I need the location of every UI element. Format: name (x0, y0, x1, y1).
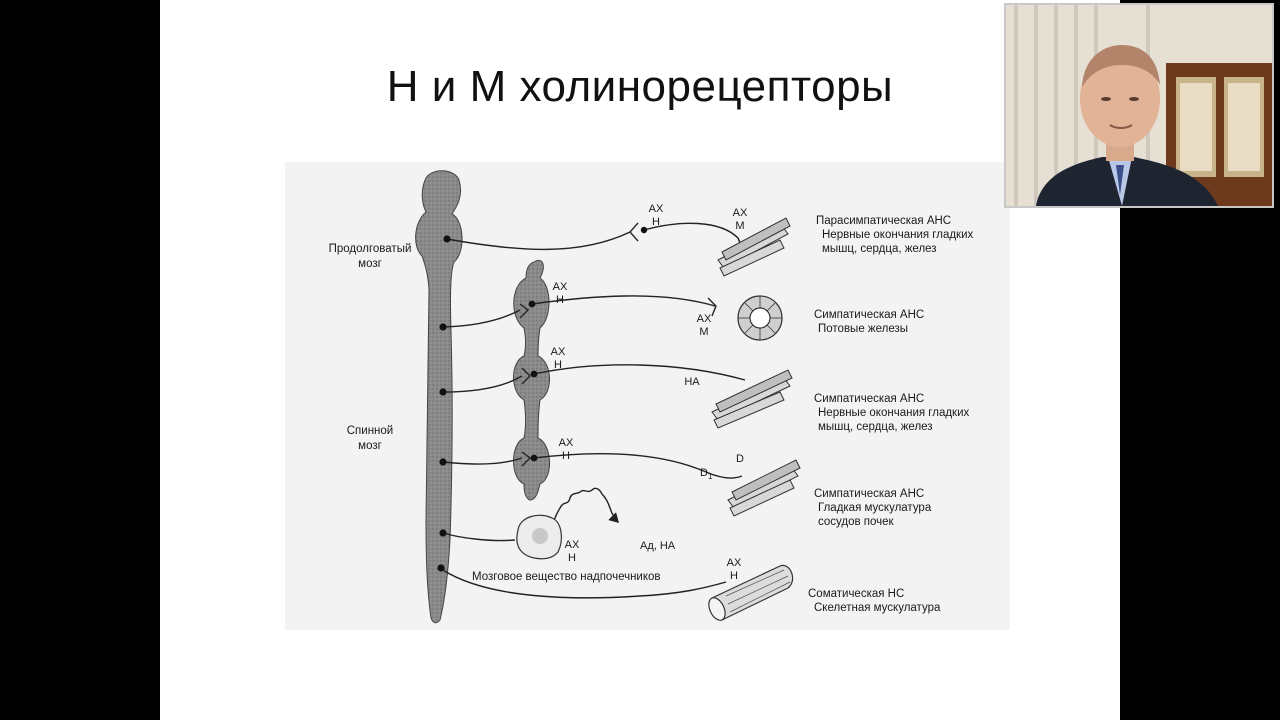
row2-pre-code-line1: АХ (553, 281, 568, 293)
receptor-fork-row2-ganglion (519, 303, 530, 319)
presentation-slide: Н и М холинорецепторы (160, 0, 1120, 720)
svg-text:Симпатическая АНС: Симпатическая АНС (814, 393, 924, 405)
smooth-muscle-row4 (727, 459, 801, 517)
fiber-row5-pre (442, 532, 516, 542)
sympathetic-chain (513, 260, 551, 501)
label-spinal-line2: мозг (358, 440, 382, 452)
fiber-row6 (442, 569, 727, 599)
fiber-row3-pre (442, 375, 523, 393)
row6-description: Соматическая НС Скелетная мускулатура (808, 588, 941, 614)
svg-text:мышц, сердца, желез: мышц, сердца, желез (822, 243, 937, 255)
cholinoreceptor-diagram: Продолговатый мозг Спинной мозг АХ Н АХ … (285, 162, 1010, 630)
fiber-row3-post (533, 364, 746, 381)
svg-text:Симпатическая АНС: Симпатическая АНС (814, 309, 924, 321)
fiber-row5-wave (549, 487, 619, 529)
row4-description: Симпатическая АНС Гладкая мускулатура со… (814, 488, 932, 528)
svg-text:Скелетная мускулатура: Скелетная мускулатура (814, 602, 941, 614)
row6-post-code-line2: Н (730, 570, 738, 582)
fiber-row2-post (531, 295, 716, 307)
adrenal-medulla-cell (516, 514, 562, 560)
row5-label: Мозговое вещество надпочечников (472, 571, 661, 583)
person-video-feed-icon (1006, 5, 1272, 206)
skeletal-muscle (708, 564, 794, 621)
receptor-fork-row3-ganglion (521, 367, 531, 385)
svg-text:Нервные окончания гладких: Нервные окончания гладких (818, 407, 970, 419)
row4-post-code: D (736, 453, 744, 465)
row6-post-code-line1: АХ (727, 557, 742, 569)
svg-text:Потовые железы: Потовые железы (818, 323, 908, 335)
row4-pre-code-line2: Н (562, 450, 570, 462)
svg-text:Гладкая мускулатура: Гладкая мускулатура (818, 502, 932, 514)
row3-post-code: НА (684, 376, 700, 388)
svg-text:сосудов почек: сосудов почек (818, 516, 895, 528)
row2-description: Симпатическая АНС Потовые железы (814, 309, 924, 335)
row5-pre-code-line1: АХ (565, 539, 580, 551)
row5-release: Ад, НА (640, 540, 676, 552)
fiber-row1-pre (446, 231, 631, 251)
row2-pre-code-line2: Н (556, 294, 564, 306)
svg-text:Симпатическая АНС: Симпатическая АНС (814, 488, 924, 500)
fiber-row4-post (533, 452, 743, 479)
sweat-gland (737, 295, 783, 341)
fiber-row4-pre (442, 457, 523, 465)
smooth-muscle-row3 (711, 369, 793, 429)
svg-text:мышц, сердца, желез: мышц, сердца, желез (818, 421, 933, 433)
label-medulla-line1: Продолговатый (329, 243, 412, 255)
svg-text:Нервные окончания гладких: Нервные окончания гладких (822, 229, 974, 241)
slide-title: Н и М холинорецепторы (386, 62, 894, 111)
row5-pre-code-line2: Н (568, 552, 576, 564)
row3-description: Симпатическая АНС Нервные окончания глад… (814, 393, 970, 433)
receptor-fork-row2 (707, 297, 717, 317)
synapse-dots (437, 226, 648, 572)
svg-text:Парасимпатическая АНС: Парасимпатическая АНС (816, 215, 951, 227)
figure-background (285, 162, 1010, 630)
row1-description: Парасимпатическая АНС Нервные окончания … (816, 215, 974, 255)
receptor-fork-row4-ganglion (521, 451, 532, 467)
spinal-cord (415, 170, 463, 624)
row3-pre-code-line2: Н (554, 359, 562, 371)
receptor-fork-row1 (629, 222, 639, 242)
label-spinal-line1: Спинной (347, 425, 393, 437)
row1-pre-code-line2: Н (652, 216, 660, 228)
row3-pre-code-line1: АХ (551, 346, 566, 358)
row1-post-code-line1: АХ (733, 207, 748, 219)
svg-text:Соматическая НС: Соматическая НС (808, 588, 904, 600)
row2-post-code-line1: АХ (697, 313, 712, 325)
label-medulla-line2: мозг (358, 258, 382, 270)
row1-pre-code-line1: АХ (649, 203, 664, 215)
row4-post-code-d1: D1 (700, 467, 713, 481)
webcam-overlay (1004, 3, 1274, 208)
smooth-muscle-row1 (717, 217, 791, 277)
fiber-row2-pre (442, 309, 521, 328)
row4-pre-code-line1: АХ (559, 437, 574, 449)
row2-post-code-line2: М (699, 326, 708, 338)
row1-post-code-line2: М (735, 220, 744, 232)
